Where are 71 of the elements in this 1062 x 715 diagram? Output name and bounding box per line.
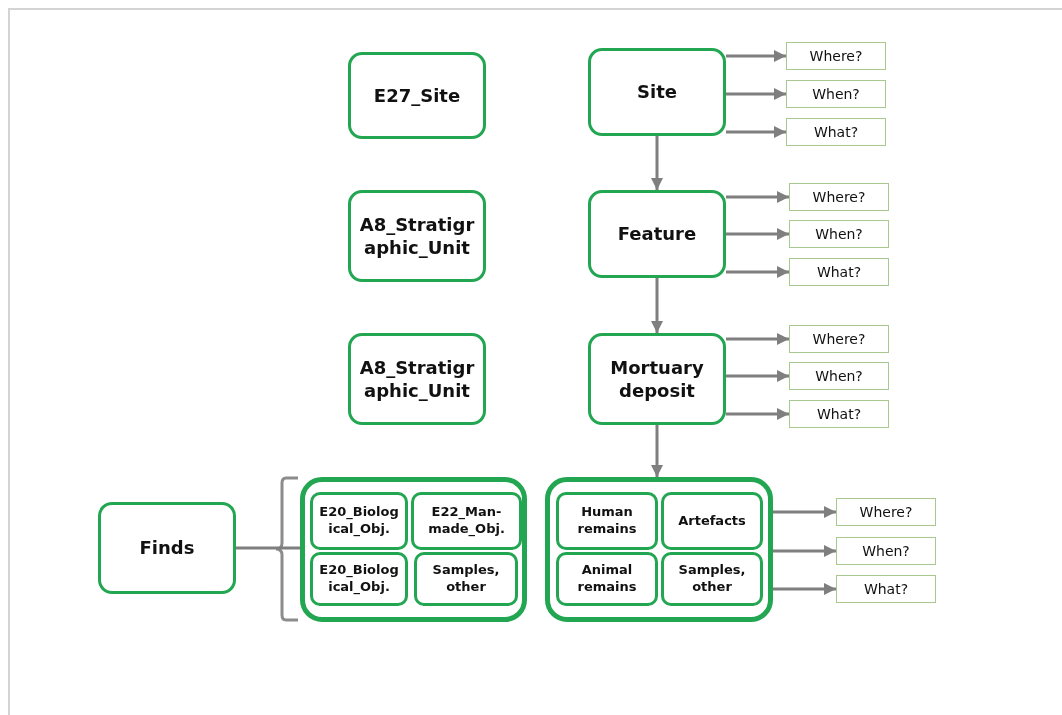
concept-box [98, 502, 236, 594]
group-box [545, 477, 773, 622]
question-box [789, 220, 889, 248]
arrow [651, 425, 663, 477]
arrow [726, 126, 786, 138]
node-label: Samples, other [677, 562, 747, 596]
concept-box [588, 190, 726, 278]
concept-box [348, 52, 486, 139]
concept-box [310, 552, 408, 606]
node-label: What? [863, 579, 909, 599]
node-label: E22_Man-made_Obj. [427, 504, 506, 538]
question-box [789, 325, 889, 353]
question-box [836, 498, 936, 526]
group-box [300, 477, 527, 622]
node-label: Where? [812, 329, 866, 349]
node-label: Human remains [576, 504, 638, 538]
concept-box [556, 492, 658, 550]
node-label: Artefacts [678, 512, 746, 530]
concept-box [414, 552, 518, 606]
question-box [789, 400, 889, 428]
node-label: What? [813, 122, 859, 142]
node-label: Mortuary deposit [609, 355, 705, 403]
question-box [786, 42, 886, 70]
node-label: When? [815, 224, 863, 244]
node-label: Site [637, 80, 677, 104]
node-label: Animal remains [576, 562, 638, 596]
question-box [789, 183, 889, 211]
concept-box [588, 333, 726, 425]
node-label: What? [816, 404, 862, 424]
node-label: When? [815, 366, 863, 386]
node-label: A8_Stratigraphic_Unit [358, 355, 476, 403]
node-label: Samples, other [431, 562, 501, 596]
concept-box [348, 190, 486, 282]
arrow [726, 228, 789, 240]
question-box [836, 537, 936, 565]
arrow [726, 333, 789, 345]
concept-box [411, 492, 522, 550]
node-label: What? [816, 262, 862, 282]
question-box [836, 575, 936, 603]
node-label: Finds [139, 536, 195, 560]
concept-box [661, 492, 763, 550]
node-label: Where? [812, 187, 866, 207]
question-box [789, 258, 889, 286]
question-box [786, 80, 886, 108]
arrow [651, 136, 663, 190]
node-label: Where? [809, 46, 863, 66]
node-label: E27_Site [373, 83, 461, 108]
concept-box [310, 492, 408, 550]
arrow [726, 50, 786, 62]
node-label: When? [862, 541, 910, 561]
node-label: When? [812, 84, 860, 104]
arrow [726, 370, 789, 382]
arrow [726, 266, 789, 278]
arrow [726, 408, 789, 420]
concept-box [556, 552, 658, 606]
concept-box [588, 48, 726, 136]
concept-box [348, 333, 486, 425]
arrow [773, 506, 836, 518]
arrow [726, 191, 789, 203]
node-label: A8_Stratigraphic_Unit [358, 212, 476, 260]
arrow [726, 88, 786, 100]
node-label: E20_Biological_Obj. [319, 562, 399, 596]
arrow [773, 545, 836, 557]
question-box [789, 362, 889, 390]
arrow [773, 583, 836, 595]
node-label: Where? [859, 502, 913, 522]
node-label: E20_Biological_Obj. [319, 504, 399, 538]
arrow [651, 278, 663, 333]
concept-box [661, 552, 763, 606]
question-box [786, 118, 886, 146]
node-label: Feature [617, 222, 697, 246]
